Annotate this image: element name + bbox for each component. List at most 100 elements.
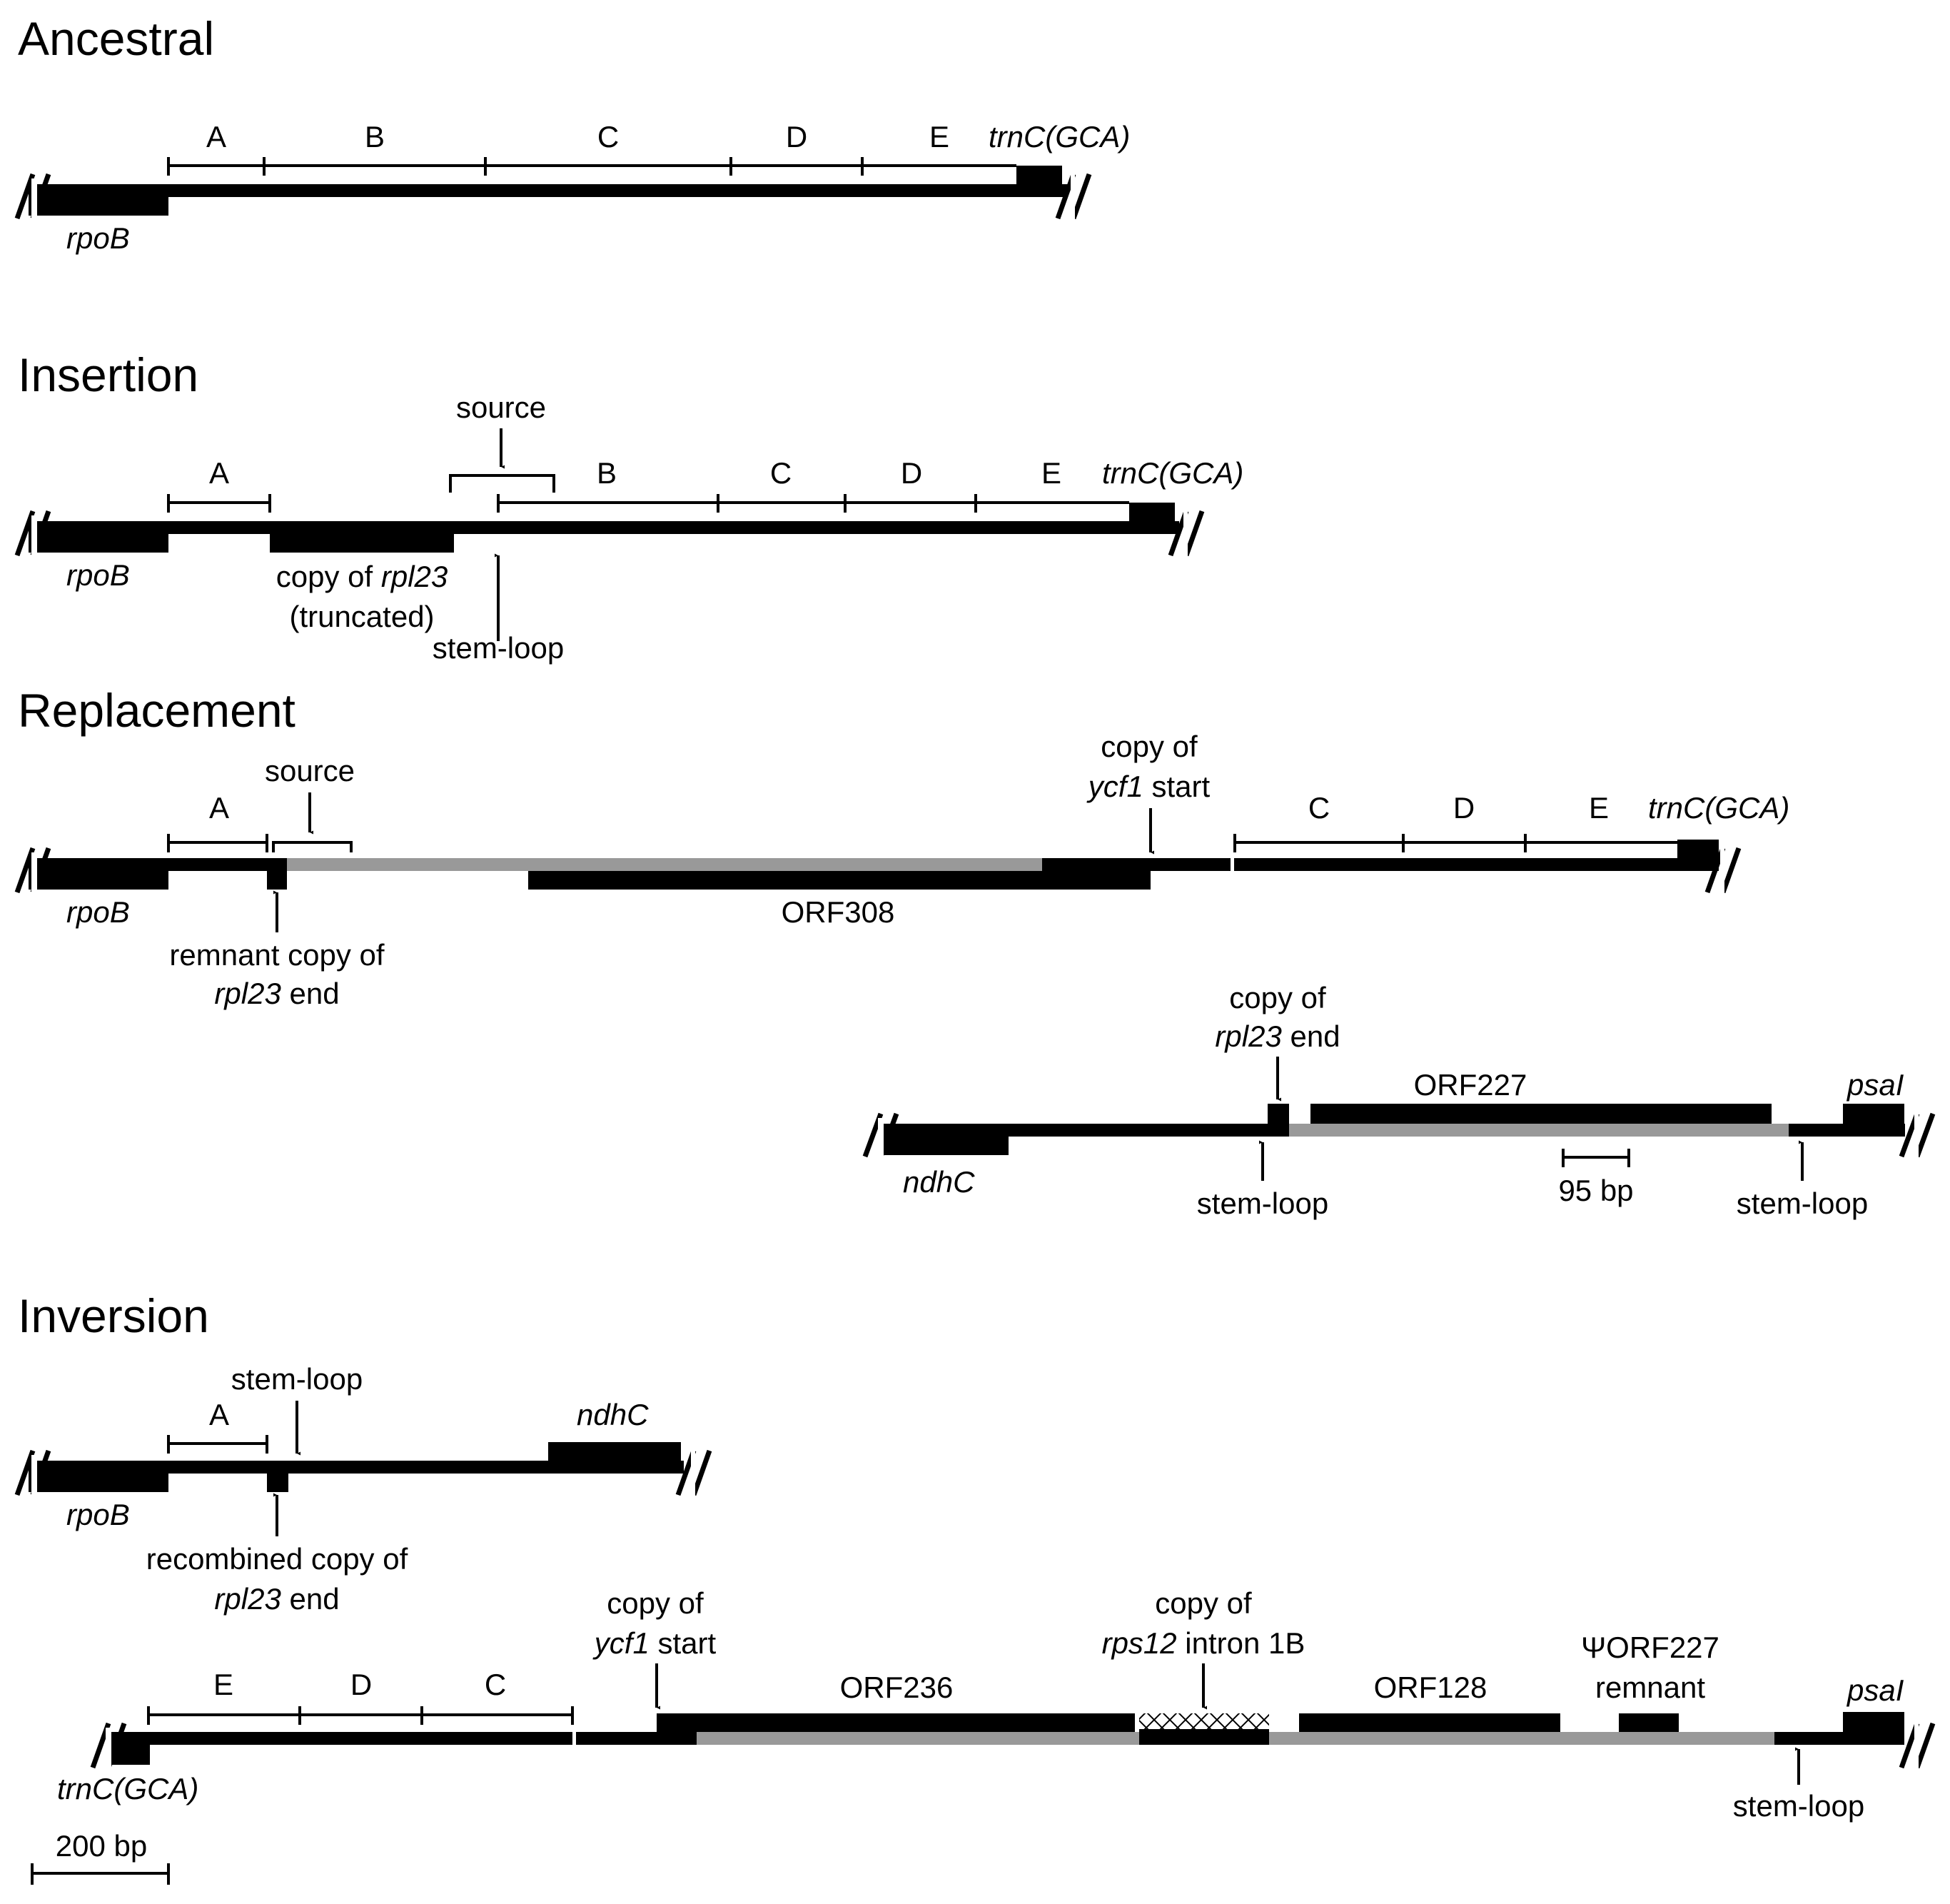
gene-label-trnc: trnC(GCA) — [1102, 456, 1243, 490]
ycf1-start-label: ycf1 start — [592, 1626, 717, 1660]
sequence-track — [14, 503, 1205, 558]
ycf1-start-label: ycf1 start — [1086, 770, 1211, 803]
orf308-block — [528, 871, 1042, 890]
ycf1-copy-block — [1042, 858, 1151, 890]
rpl23-end-label: rpl23 end — [214, 1582, 339, 1616]
region-label-d: D — [1453, 791, 1475, 825]
rpl23-remnant-block — [267, 858, 287, 890]
gene-label-trnc: trnC(GCA) — [57, 1772, 198, 1805]
rpl23-recombined-label: recombined copy of — [146, 1542, 408, 1576]
gene-label-rpob: rpoB — [66, 895, 130, 929]
region-label-b: B — [365, 120, 385, 153]
replacement-panel: Replacement A C D E source — [14, 684, 1936, 1220]
novel-sequence-region — [697, 1732, 1139, 1745]
sequence-track — [14, 840, 1742, 895]
region-ruler: A B C D E — [167, 456, 1129, 513]
rps12-intron-hatched-block — [1139, 1713, 1269, 1729]
gene-block-ndhc — [880, 1124, 1009, 1155]
gene-block-psai — [1843, 1104, 1904, 1137]
rpl23-remnant-label: remnant copy of — [169, 938, 384, 972]
gene-block-psai — [1843, 1712, 1904, 1745]
region-label-d: D — [350, 1668, 372, 1701]
region-label-c: C — [1308, 791, 1330, 825]
inversion-panel: Inversion A stem-loop ndhC rpoB recombin… — [14, 1289, 1936, 1885]
region-label-e: E — [929, 120, 949, 153]
stem-loop-label: stem-loop — [1733, 1789, 1864, 1823]
sequence-track — [14, 166, 1092, 221]
rps12-intron-block — [1139, 1729, 1269, 1745]
replacement-second-locus: copy of rpl23 end ORF227 psaI ndhC stem-… — [862, 981, 1936, 1220]
novel-sequence-region — [1269, 1732, 1774, 1745]
region-label-d: D — [786, 120, 807, 153]
orf128-block — [1299, 1713, 1560, 1732]
gene-label-psai: psaI — [1846, 1673, 1904, 1707]
gene-block-trnc — [1016, 166, 1062, 197]
heading-insertion: Insertion — [18, 348, 198, 401]
inversion-first-locus: A stem-loop ndhC rpoB recombined copy of… — [14, 1362, 712, 1616]
ancestral-panel: Ancestral A B C D E rpoB trnC(GCA) — [14, 12, 1130, 255]
orf227-label: ORF227 — [1414, 1068, 1527, 1102]
scale-label-200bp: 200 bp — [56, 1829, 147, 1863]
region-label-a: A — [209, 456, 229, 490]
source-bracket: source — [265, 754, 355, 852]
region-label-e: E — [213, 1668, 233, 1701]
rpl23-end-label: rpl23 end — [214, 977, 339, 1010]
region-ruler: A B C D E — [167, 120, 1016, 176]
gene-label-rpob: rpoB — [66, 1498, 130, 1531]
scale-bar-95bp: 95 bp — [1558, 1149, 1634, 1207]
rpl23-copy-block — [270, 521, 454, 553]
rps12-copy-label: copy of — [1155, 1586, 1252, 1620]
rpl23-copy-label: copy of — [1229, 981, 1326, 1014]
novel-sequence-region — [1289, 1124, 1789, 1137]
scale-label-95bp: 95 bp — [1558, 1174, 1633, 1207]
source-label: source — [265, 754, 355, 787]
gene-label-trnc: trnC(GCA) — [1648, 791, 1789, 825]
inversion-second-locus: E D C copy of ycf1 start copy of — [57, 1586, 1936, 1823]
orf236-label: ORF236 — [840, 1671, 954, 1704]
region-label-d: D — [901, 456, 922, 490]
region-label-b: B — [597, 456, 617, 490]
region-label-a: A — [209, 1398, 229, 1431]
region-label-c: C — [770, 456, 792, 490]
gene-block-ndhc — [548, 1442, 681, 1474]
novel-sequence-region — [287, 858, 1042, 871]
gene-label-psai: psaI — [1846, 1068, 1904, 1102]
stem-loop-label: stem-loop — [231, 1362, 363, 1396]
gene-block-rpob — [29, 521, 168, 553]
gene-label-ndhc: ndhC — [577, 1398, 649, 1431]
gene-label-ndhc: ndhC — [903, 1165, 975, 1199]
gene-block-rpob — [29, 184, 168, 216]
region-label-c: C — [485, 1668, 506, 1701]
truncated-label: (truncated) — [289, 600, 434, 633]
region-label-c: C — [597, 120, 619, 153]
region-label-e: E — [1589, 791, 1609, 825]
heading-inversion: Inversion — [18, 1289, 209, 1342]
gene-label-rpob: rpoB — [66, 558, 130, 592]
stem-loop-label-left: stem-loop — [1197, 1187, 1328, 1220]
rpl23-end-label: rpl23 end — [1215, 1019, 1340, 1053]
gene-block-trnc — [1129, 503, 1175, 534]
gene-label-rpob: rpoB — [66, 221, 130, 255]
region-ruler: A C D E — [167, 791, 1677, 852]
stem-loop-label-right: stem-loop — [1737, 1187, 1868, 1220]
region-label-a: A — [209, 791, 229, 825]
psi-orf227-remnant-label: remnant — [1595, 1671, 1705, 1704]
source-label: source — [456, 391, 546, 424]
insertion-panel: Insertion A B C D E source — [14, 348, 1243, 665]
heading-replacement: Replacement — [18, 684, 295, 737]
psi-orf227-remnant-block — [1619, 1713, 1679, 1732]
rpl23-recombined-block — [267, 1461, 288, 1492]
ycf1-copy-label: copy of — [607, 1586, 704, 1620]
ycf1-copy-block — [657, 1732, 697, 1745]
orf227-block — [1310, 1104, 1772, 1124]
rpl23-copy-label: copy of rpl23 — [276, 560, 448, 593]
heading-ancestral: Ancestral — [18, 12, 214, 65]
stem-loop-label: stem-loop — [433, 631, 564, 665]
source-bracket: source — [449, 391, 555, 493]
psi-orf227-label: ΨORF227 — [1581, 1631, 1719, 1664]
gene-label-trnc: trnC(GCA) — [989, 120, 1130, 153]
gene-block-trnc — [1677, 840, 1719, 871]
gene-block-rpob — [29, 858, 168, 890]
orf236-block — [657, 1713, 1135, 1732]
